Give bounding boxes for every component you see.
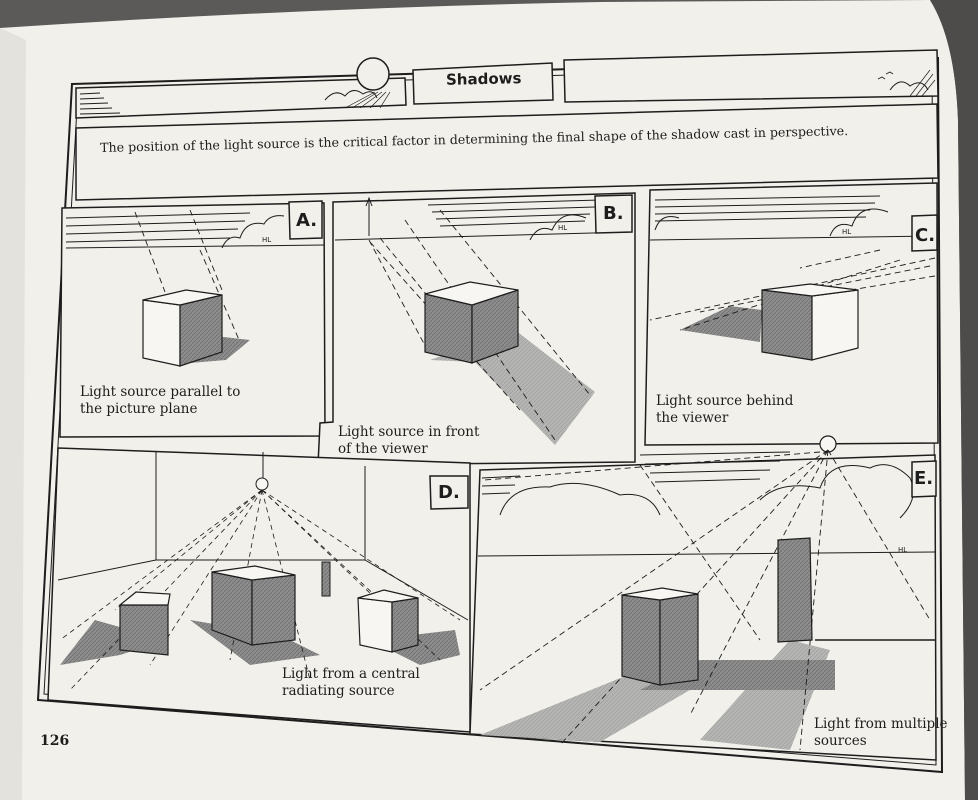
panel-c-caption: Light source behind the viewer bbox=[656, 393, 793, 427]
panel-a-hl-label: HL bbox=[262, 236, 272, 244]
panel-d bbox=[47, 447, 471, 733]
panel-e-caption: Light from multiple sources bbox=[814, 716, 948, 750]
panel-b-letter: B. bbox=[603, 203, 624, 224]
panel-a-caption: Light source parallel to the picture pla… bbox=[80, 384, 240, 418]
panel-c bbox=[644, 182, 939, 446]
panel-d-letter: D. bbox=[438, 482, 460, 503]
panel-b-caption-line: Light source in front bbox=[338, 424, 480, 440]
panel-b-hl-label: HL bbox=[558, 224, 568, 232]
panel-c-hl-label: HL bbox=[842, 228, 852, 236]
panel-a-caption-line: Light source parallel to bbox=[80, 384, 241, 400]
panel-e bbox=[469, 435, 937, 761]
panel-d-caption: Light from a central radiating source bbox=[282, 666, 420, 700]
panel-e-hl-label: HL bbox=[898, 546, 908, 554]
panel-c-caption-line: the viewer bbox=[656, 410, 729, 426]
panel-b-caption: Light source in front of the viewer bbox=[338, 424, 479, 458]
panel-d-caption-line: Light from a central bbox=[282, 666, 420, 682]
panel-d-caption-line: radiating source bbox=[282, 683, 395, 699]
header-decor bbox=[79, 57, 936, 115]
panel-a-letter: A. bbox=[296, 210, 318, 231]
panel-c-caption-line: Light source behind bbox=[656, 393, 794, 409]
panel-c-letter: C. bbox=[915, 225, 936, 246]
panel-b-caption-line: of the viewer bbox=[338, 441, 428, 457]
page-title: Shadows bbox=[445, 69, 522, 89]
panel-a-caption-line: the picture plane bbox=[80, 401, 198, 417]
panel-a bbox=[59, 200, 326, 438]
panel-e-caption-line: sources bbox=[814, 733, 867, 749]
panel-e-caption-line: Light from multiple bbox=[814, 716, 948, 732]
header-boxes bbox=[75, 49, 939, 201]
page-number: 126 bbox=[40, 733, 70, 749]
panel-e-letter: E. bbox=[914, 468, 934, 489]
panel-b bbox=[317, 192, 636, 466]
